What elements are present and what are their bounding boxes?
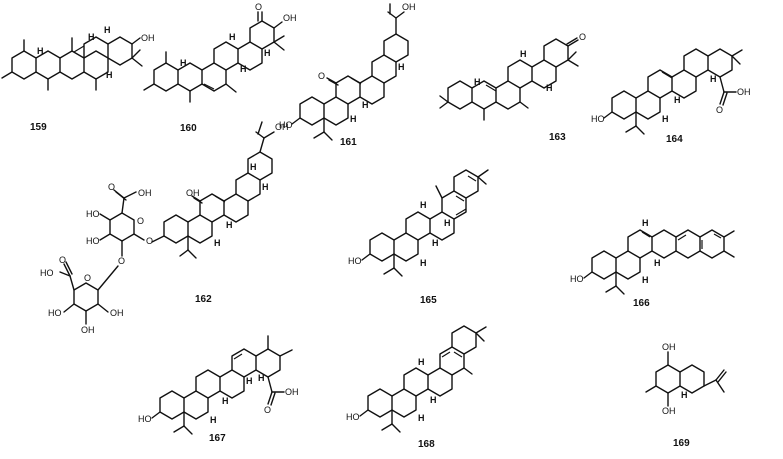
compound-166-h-3: H [642,218,649,228]
compound-167-h-3: H [246,376,253,386]
compound-161-structure: OH O HO H H H 161 [279,2,416,148]
compound-168-ho-label: HO [346,412,360,422]
compound-162-number: 162 [195,294,212,305]
compound-162-ring-o-2: O [84,273,91,283]
compound-169-oh-label-1: OH [662,342,676,352]
compound-164-ho-label: HO [591,114,605,124]
compound-167-structure: OH O HO H H H H 167 [138,335,299,444]
compound-162-structure: OH O O HO HO O O HO O O HO OH OH [40,121,289,335]
compound-165-h-4: H [444,218,451,228]
compound-162-h-4: H [250,162,257,172]
compound-162-h-3: H [262,182,269,192]
compound-159-h-3: H [106,70,113,80]
compound-159-oh-label: OH [141,33,155,43]
compound-161-h-1: H [350,114,357,124]
compound-164-h-1: H [662,114,669,124]
compound-159-h-2: H [88,32,95,42]
compound-165-ho-label: HO [348,256,362,266]
compound-160-structure: O OH H H H H 160 [143,2,297,134]
compound-164-number: 164 [666,134,683,145]
compound-168-number: 168 [418,439,435,450]
compound-165-h-3: H [420,200,427,210]
compound-163-oxo-label: O [579,32,586,42]
compound-166-structure: HO H H H 166 [570,218,735,309]
compound-162-glyco-o-1: O [146,236,153,246]
compound-160-h-2: H [229,32,236,42]
compound-169-number: 169 [673,438,690,449]
compound-169-h-1: H [681,390,688,400]
compound-168-h-1: H [418,413,425,423]
compound-167-h-4: H [258,373,265,383]
compound-162-aglycone-oxo-label: OH [186,188,200,198]
compound-165-structure: HO H H H H 165 [348,169,489,306]
compound-163-structure: O H H H 163 [439,32,586,143]
compound-161-h-3: H [398,62,405,72]
compound-166-h-2: H [654,258,661,268]
compound-165-number: 165 [420,295,437,306]
compound-163-h-2: H [520,49,527,59]
compound-166-number: 166 [633,298,650,309]
compound-160-h-4: H [264,48,271,58]
compound-164-structure: OH O HO H H H 164 [591,48,751,145]
compound-160-oxo-label: O [255,2,262,12]
compound-168-h-2: H [430,395,437,405]
compound-167-oxo-label: O [264,405,271,415]
compound-159-structure: OH H H H H 159 [1,25,155,133]
compound-168-h-3: H [418,357,425,367]
compound-162-oxo-label-1: O [108,182,115,192]
compound-164-oh-label: OH [737,87,751,97]
compound-164-h-2: H [674,95,681,105]
compound-167-oh-label: OH [285,387,299,397]
compound-161-oh-label: OH [402,2,416,12]
compound-160-h-3: H [240,64,247,74]
compound-162-ring-o-1: O [137,216,144,226]
compound-164-oxo-label: O [716,105,723,115]
compound-163-h-3: H [546,83,553,93]
compound-164-h-3: H [710,74,717,84]
compound-159-number: 159 [30,122,47,133]
compound-161-number: 161 [340,137,357,148]
compound-162-ho-label-3: HO [40,268,54,278]
compound-161-oxo-label: O [318,71,325,81]
compound-168-structure: HO H H H 168 [346,325,487,450]
compound-162-oh-label-3: OH [81,325,95,335]
compound-159-h-4: H [104,25,111,35]
compound-162-ho-label-1: HO [86,209,100,219]
compound-167-number: 167 [209,433,226,444]
compound-167-ho-label: HO [138,414,152,424]
compound-167-h-2: H [222,396,229,406]
compound-161-ho-label: HO [279,120,293,130]
compound-169-oh-label-2: OH [662,406,676,416]
compound-161-h-2: H [362,100,369,110]
compound-166-ho-label: HO [570,274,584,284]
compound-167-h-1: H [210,415,217,425]
compound-162-ho-label-2: HO [86,236,100,246]
compound-162-oh-label-2: OH [110,308,124,318]
compound-162-h-2: H [226,220,233,230]
compound-160-h-1: H [180,58,187,68]
compound-166-h-1: H [642,275,649,285]
compound-162-h-1: H [214,238,221,248]
compound-160-oh-label: OH [283,13,297,23]
compound-159-h-1: H [37,46,44,56]
compound-162-oxo-label-2: O [59,255,66,265]
compound-162-ho-label-4: HO [48,308,62,318]
compound-162-aglycone-oh-label: OH [275,122,289,132]
compound-160-number: 160 [180,123,197,134]
compound-165-h-2: H [432,238,439,248]
compound-162-glyco-o-2: O [118,256,125,266]
compound-169-structure: OH OH H 169 [645,342,727,449]
compound-163-h-1: H [474,77,481,87]
compound-165-h-1: H [420,258,427,268]
compound-162-oh-label-1: OH [138,188,152,198]
compound-163-number: 163 [549,132,566,143]
